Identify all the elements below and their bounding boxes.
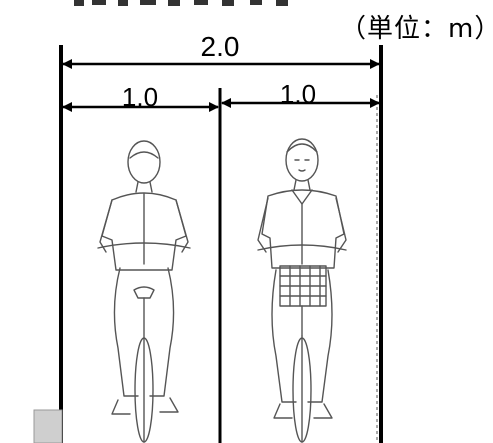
cyclist-front-view-illustration	[257, 138, 347, 443]
ground-block	[33, 409, 63, 443]
unit-label: （単位：m）	[340, 14, 493, 44]
cropped-text-top	[74, 0, 288, 6]
right-half-label: 1.0	[280, 79, 316, 109]
total-width-label: 2.0	[201, 31, 240, 62]
cyclist-rear-view-illustration	[97, 140, 191, 443]
left-half-label: 1.0	[122, 82, 158, 112]
